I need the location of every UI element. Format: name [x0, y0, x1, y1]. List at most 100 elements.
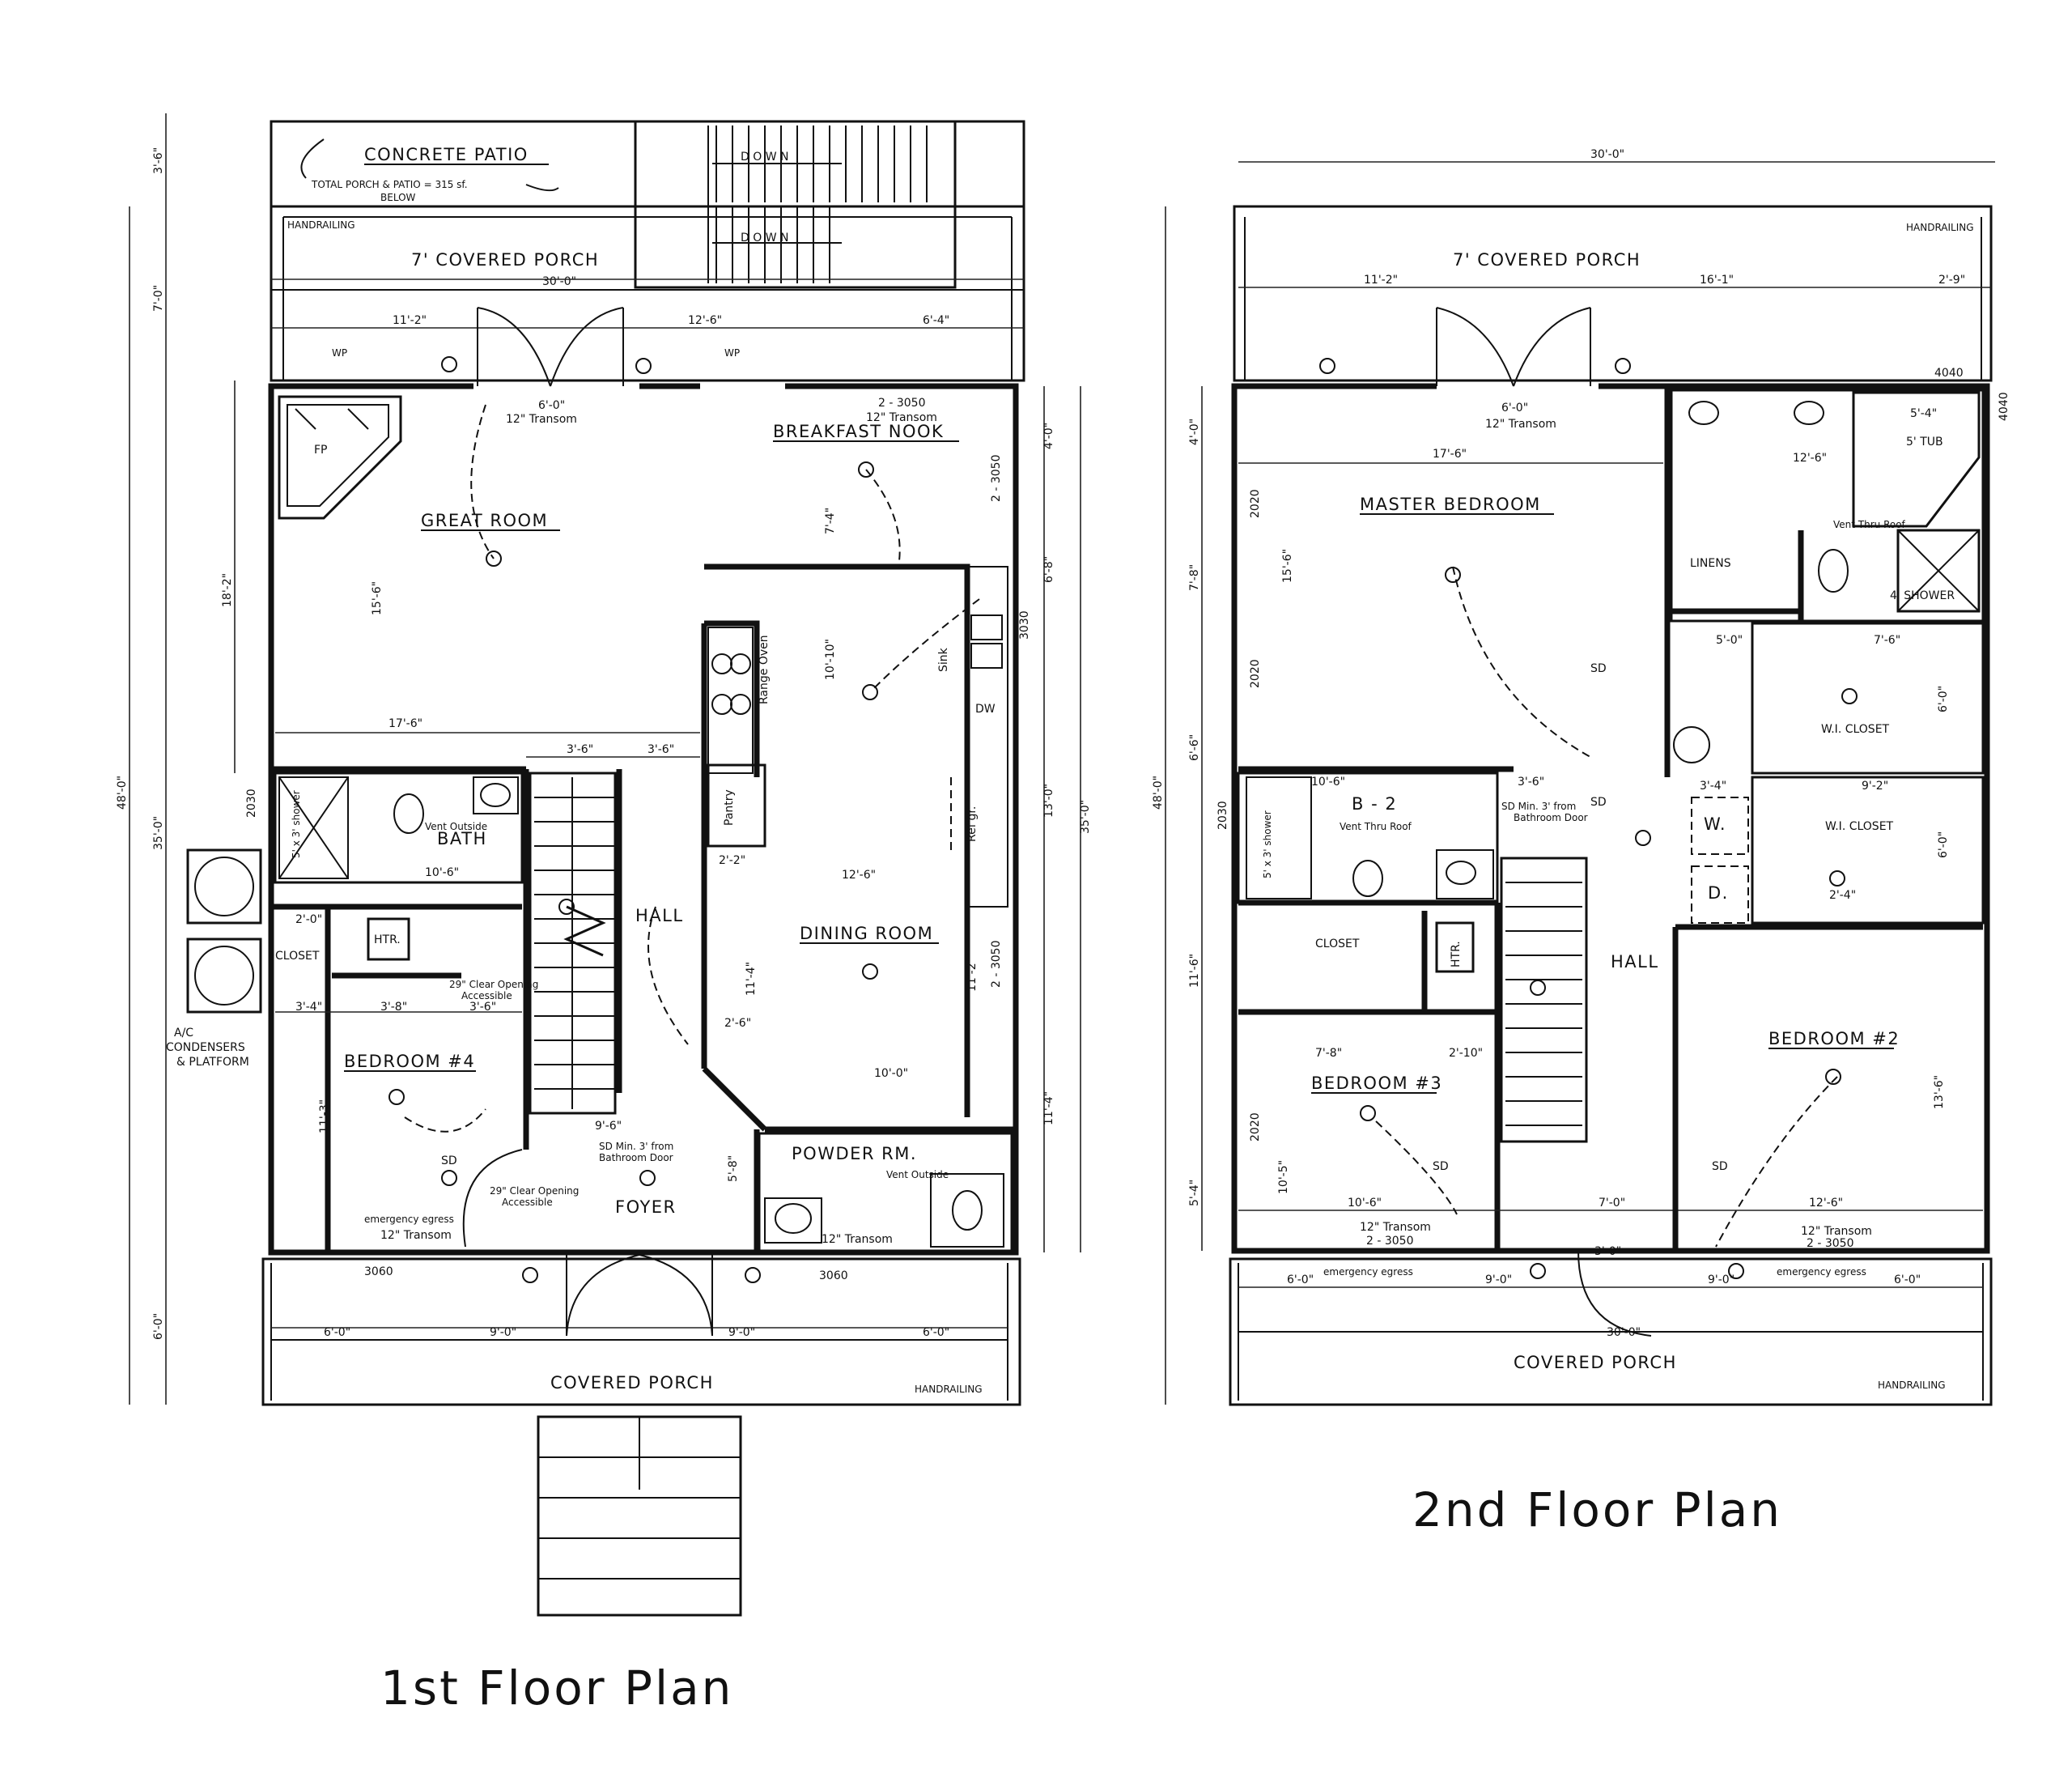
dim-left-6-0: 6'-0" [152, 1313, 165, 1340]
master-bedroom-label: MASTER BEDROOM [1360, 495, 1541, 514]
nook-transom: 12" Transom [866, 411, 937, 424]
dim-left-7-0: 7'-0" [152, 285, 165, 312]
sf-dim-3-0: 3'-0" [1594, 1245, 1621, 1258]
fireplace-label: FP [314, 444, 328, 457]
sf-dim-10-6b: 10'-6" [1348, 1197, 1382, 1210]
great-room-transom-12: 12" Transom [506, 413, 577, 426]
stairs-down-label-2: D O W N [741, 232, 788, 244]
foyer-label: FOYER [615, 1197, 677, 1217]
sf-window-left: 2 - 3050 [1366, 1235, 1414, 1248]
first-floor-title: 1st Floor Plan [380, 1660, 733, 1716]
sf-dim-7-8b: 7'-8" [1315, 1047, 1342, 1060]
sf-window-right: 2 - 3050 [1807, 1237, 1854, 1250]
sf-dim-10-6: 10'-6" [1311, 776, 1345, 789]
patio-label: CONCRETE PATIO [364, 145, 529, 164]
sf-back-handrail: HANDRAILING [1906, 222, 1974, 233]
shower-4-label: 4' SHOWER [1890, 589, 1955, 602]
sf-front-porch [1229, 1257, 1993, 1406]
dim-3-4: 3'-4" [295, 1001, 322, 1014]
dim-right-6-8: 6'-8" [1042, 556, 1055, 583]
closet-label: CLOSET [275, 950, 320, 963]
sf-window-2020-a: 2020 [1249, 489, 1262, 518]
sf-dim-30-b: 30'-0" [1607, 1326, 1641, 1339]
dim-right-window-3050: 2 - 3050 [990, 455, 1003, 503]
stairs-down-label-1: D O W N [741, 151, 788, 164]
sf-dim-6-0b: 6'-0" [1894, 1273, 1921, 1286]
sf-dim-30: 30'-0" [1590, 148, 1624, 161]
sf-sd-hall: SD [1590, 796, 1607, 809]
ac-label-2: CONDENSERS [166, 1041, 245, 1054]
sf-dim-2-10: 2'-10" [1449, 1047, 1483, 1060]
pantry [707, 763, 766, 848]
sf-dim-12-6b: 12'-6" [1809, 1197, 1843, 1210]
dim-left-3-6: 3'-6" [152, 147, 165, 174]
clear-opening-1: 29" Clear Opening [449, 979, 538, 990]
tub-label: 5' TUB [1906, 436, 1943, 449]
sf-dim-48: 48'-0" [1152, 776, 1165, 810]
sf-sd-note-1: SD Min. 3' from [1501, 801, 1576, 812]
great-room-label: GREAT ROOM [421, 511, 548, 530]
dim-right-11-4: 11'-4" [1042, 1091, 1055, 1125]
powder-room-label: POWDER RM. [792, 1144, 917, 1163]
second-floor-title: 2nd Floor Plan [1412, 1482, 1782, 1537]
sf-dim-9-0b: 9'-0" [1708, 1273, 1734, 1286]
dim-right-13-0: 13'-0" [1042, 784, 1055, 818]
sf-dim-7-8: 7'-8" [1188, 564, 1201, 591]
ref-label: Ref'gr. [966, 806, 979, 842]
dim-10-10: 10'-10" [824, 639, 837, 680]
dim-right-4-0: 4'-0" [1042, 423, 1055, 449]
front-porch-label: COVERED PORCH [550, 1373, 714, 1392]
sf-window-2030: 2030 [1216, 801, 1229, 830]
sf-transom-right: 12" Transom [1801, 1225, 1872, 1238]
first-floor-bath [274, 772, 524, 884]
sf-window-2020-b: 2020 [1249, 659, 1262, 688]
patio-note-2: BELOW [380, 192, 416, 203]
dim-front-9-0: 9'-0" [490, 1326, 516, 1339]
sf-dim-4-0: 4'-0" [1188, 419, 1201, 445]
dim-10-0: 10'-0" [874, 1067, 908, 1080]
dim-left-35-0: 35'-0" [152, 816, 165, 850]
sf-dim-17-6: 17'-6" [1433, 448, 1467, 461]
sf-dim-5-4b: 5'-4" [1188, 1180, 1201, 1206]
dim-6-4: 6'-4" [923, 314, 949, 327]
window-3060-left: 3060 [364, 1265, 393, 1278]
sf-dim-11-6: 11'-6" [1188, 954, 1201, 988]
linens-label: LINENS [1690, 557, 1731, 570]
first-floor-exterior-walls [268, 383, 1019, 1256]
dim-left-2030: 2030 [245, 789, 258, 818]
sf-closet-label: CLOSET [1315, 938, 1360, 950]
dim-10-6: 10'-6" [425, 866, 459, 879]
bedroom4-clear-1: 29" Clear Opening [490, 1185, 579, 1197]
sf-transom-6: 6'-0" [1501, 402, 1528, 415]
dim-7-4: 7'-4" [824, 508, 837, 534]
great-room-transom-6: 6'-0" [538, 399, 565, 412]
first-floor-plan: D O W N D O W N CONCRETE PATIO TOTAL POR… [116, 113, 1092, 1716]
fireplace [278, 395, 402, 520]
sf-dim-5-0: 5'-0" [1716, 634, 1743, 647]
ac-label-1: A/C [174, 1027, 193, 1040]
dim-11-2: 11'-2" [393, 314, 427, 327]
dw-label: DW [975, 703, 996, 716]
window-3060-right: 3060 [819, 1269, 848, 1282]
sf-dim-3-4: 3'-4" [1700, 780, 1726, 793]
bath-label: BATH [437, 829, 487, 848]
dim-3-6a: 3'-6" [567, 743, 593, 756]
sf-dim-12-6: 12'-6" [1793, 452, 1827, 465]
nook-window-3050: 2 - 3050 [878, 397, 926, 410]
wp-label-1: WP [332, 347, 347, 359]
dim-11-4: 11'-4" [745, 962, 758, 996]
hall-label: HALL [635, 906, 684, 925]
dim-left-48-0: 48'-0" [116, 776, 129, 810]
heater-label: HTR. [374, 933, 401, 946]
wp-label-2: WP [724, 347, 740, 359]
sd-bedroom4: SD [441, 1154, 457, 1167]
dim-12-6: 12'-6" [688, 314, 722, 327]
dim-2-2: 2'-2" [719, 854, 745, 867]
dim-11-3: 11'-3" [318, 1099, 331, 1133]
transom-front-left: 12" Transom [380, 1229, 452, 1242]
sf-emergency-l: emergency egress [1323, 1266, 1413, 1278]
dim-right-3030: 3030 [1018, 610, 1031, 640]
sf-front-handrail: HANDRAILING [1878, 1380, 1946, 1391]
patio-note-1: TOTAL PORCH & PATIO = 315 sf. [311, 179, 468, 190]
